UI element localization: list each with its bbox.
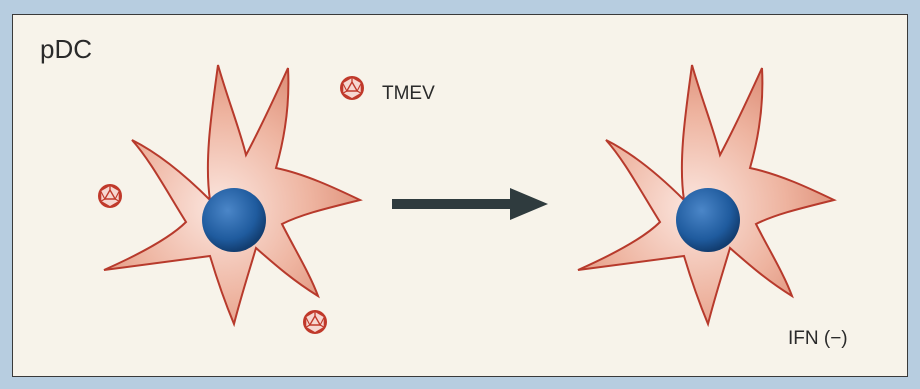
virus-particle-icon: [304, 311, 326, 333]
panel-title: pDC: [40, 34, 92, 65]
nucleus-right: [676, 188, 740, 252]
right-arrow-icon: [392, 188, 548, 220]
nucleus-left: [202, 188, 266, 252]
virus-particle-icon: [99, 185, 121, 207]
dendritic-cell-right: [578, 65, 834, 324]
virus-particle-icon: [341, 77, 363, 99]
dendritic-cell-left: [104, 65, 360, 324]
ifn-result-label: IFN (−): [788, 328, 848, 350]
virus-label: TMEV: [382, 83, 435, 105]
